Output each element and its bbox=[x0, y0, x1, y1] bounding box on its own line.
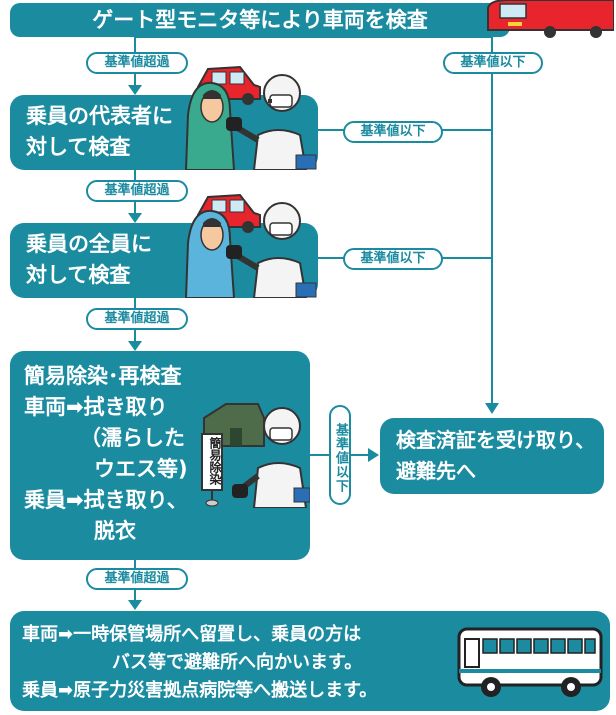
step3-line2: 車両➡拭き取り bbox=[24, 395, 168, 419]
header-bar: ゲート型モニタ等により車両を検査 bbox=[10, 3, 510, 37]
step3-line4: ウエス等) bbox=[94, 457, 188, 481]
header-title: ゲート型モニタ等により車両を検査 bbox=[92, 8, 428, 32]
below-vertical-badge: 基準値以下 bbox=[329, 405, 351, 505]
step2-line1: 乗員の全員に bbox=[26, 232, 152, 256]
exceed-badge-label: 基準値超過 bbox=[104, 311, 170, 326]
inspection-scene-2-icon bbox=[184, 193, 317, 298]
exceed-badge: 基準値超過 bbox=[86, 52, 188, 74]
exceed-badge: 基準値超過 bbox=[86, 308, 188, 330]
result-certificate-evacuate: 検査済証を受け取り、 避難先へ bbox=[380, 418, 604, 494]
below-badge: 基準値以下 bbox=[343, 248, 443, 270]
result-line2: 避難先へ bbox=[396, 459, 476, 483]
decontamination-tent-icon bbox=[201, 403, 310, 508]
step3-line3: （濡らした bbox=[80, 426, 185, 450]
step-decontamination-recheck: 簡易除染･再検査 車両➡拭き取り （濡らした ウエス等) 乗員➡拭き取り、 脱衣 bbox=[10, 351, 310, 560]
step1-line1: 乗員の代表者に bbox=[26, 104, 173, 128]
red-truck-icon bbox=[487, 0, 614, 38]
below-badge: 基準値以下 bbox=[343, 121, 443, 143]
below-badge-label: 基準値以下 bbox=[460, 55, 526, 70]
below-badge-label: 基準値以下 bbox=[360, 124, 426, 139]
step2-line2: 対して検査 bbox=[26, 263, 131, 287]
below-vertical-badge-label: 基準値以下 bbox=[333, 423, 348, 493]
step1-line2: 対して検査 bbox=[26, 135, 131, 159]
exceed-badge-label: 基準値超過 bbox=[104, 55, 170, 70]
final-line2: バス等で避難所へ向かいます。 bbox=[112, 652, 363, 673]
step3-line5: 乗員➡拭き取り、 bbox=[24, 488, 188, 512]
below-badge-label: 基準値以下 bbox=[360, 251, 426, 266]
exceed-badge: 基準値超過 bbox=[86, 180, 188, 202]
step3-line1: 簡易除染･再検査 bbox=[24, 364, 182, 388]
below-badge: 基準値以下 bbox=[443, 52, 543, 74]
exceed-badge: 基準値超過 bbox=[86, 568, 188, 590]
exceed-badge-label: 基準値超過 bbox=[104, 571, 170, 586]
exceed-badge-label: 基準値超過 bbox=[104, 183, 170, 198]
bus-icon bbox=[457, 627, 603, 697]
result-line1: 検査済証を受け取り、 bbox=[396, 428, 596, 452]
inspection-scene-1-icon bbox=[184, 65, 317, 170]
tent-sign-text: 簡易除染 bbox=[208, 437, 222, 485]
final-line3: 乗員➡原子力災害拠点病院等へ搬送します。 bbox=[22, 680, 378, 701]
final-line1: 車両➡一時保管場所へ留置し、乗員の方は bbox=[22, 624, 362, 645]
step3-line6: 脱衣 bbox=[94, 519, 136, 543]
